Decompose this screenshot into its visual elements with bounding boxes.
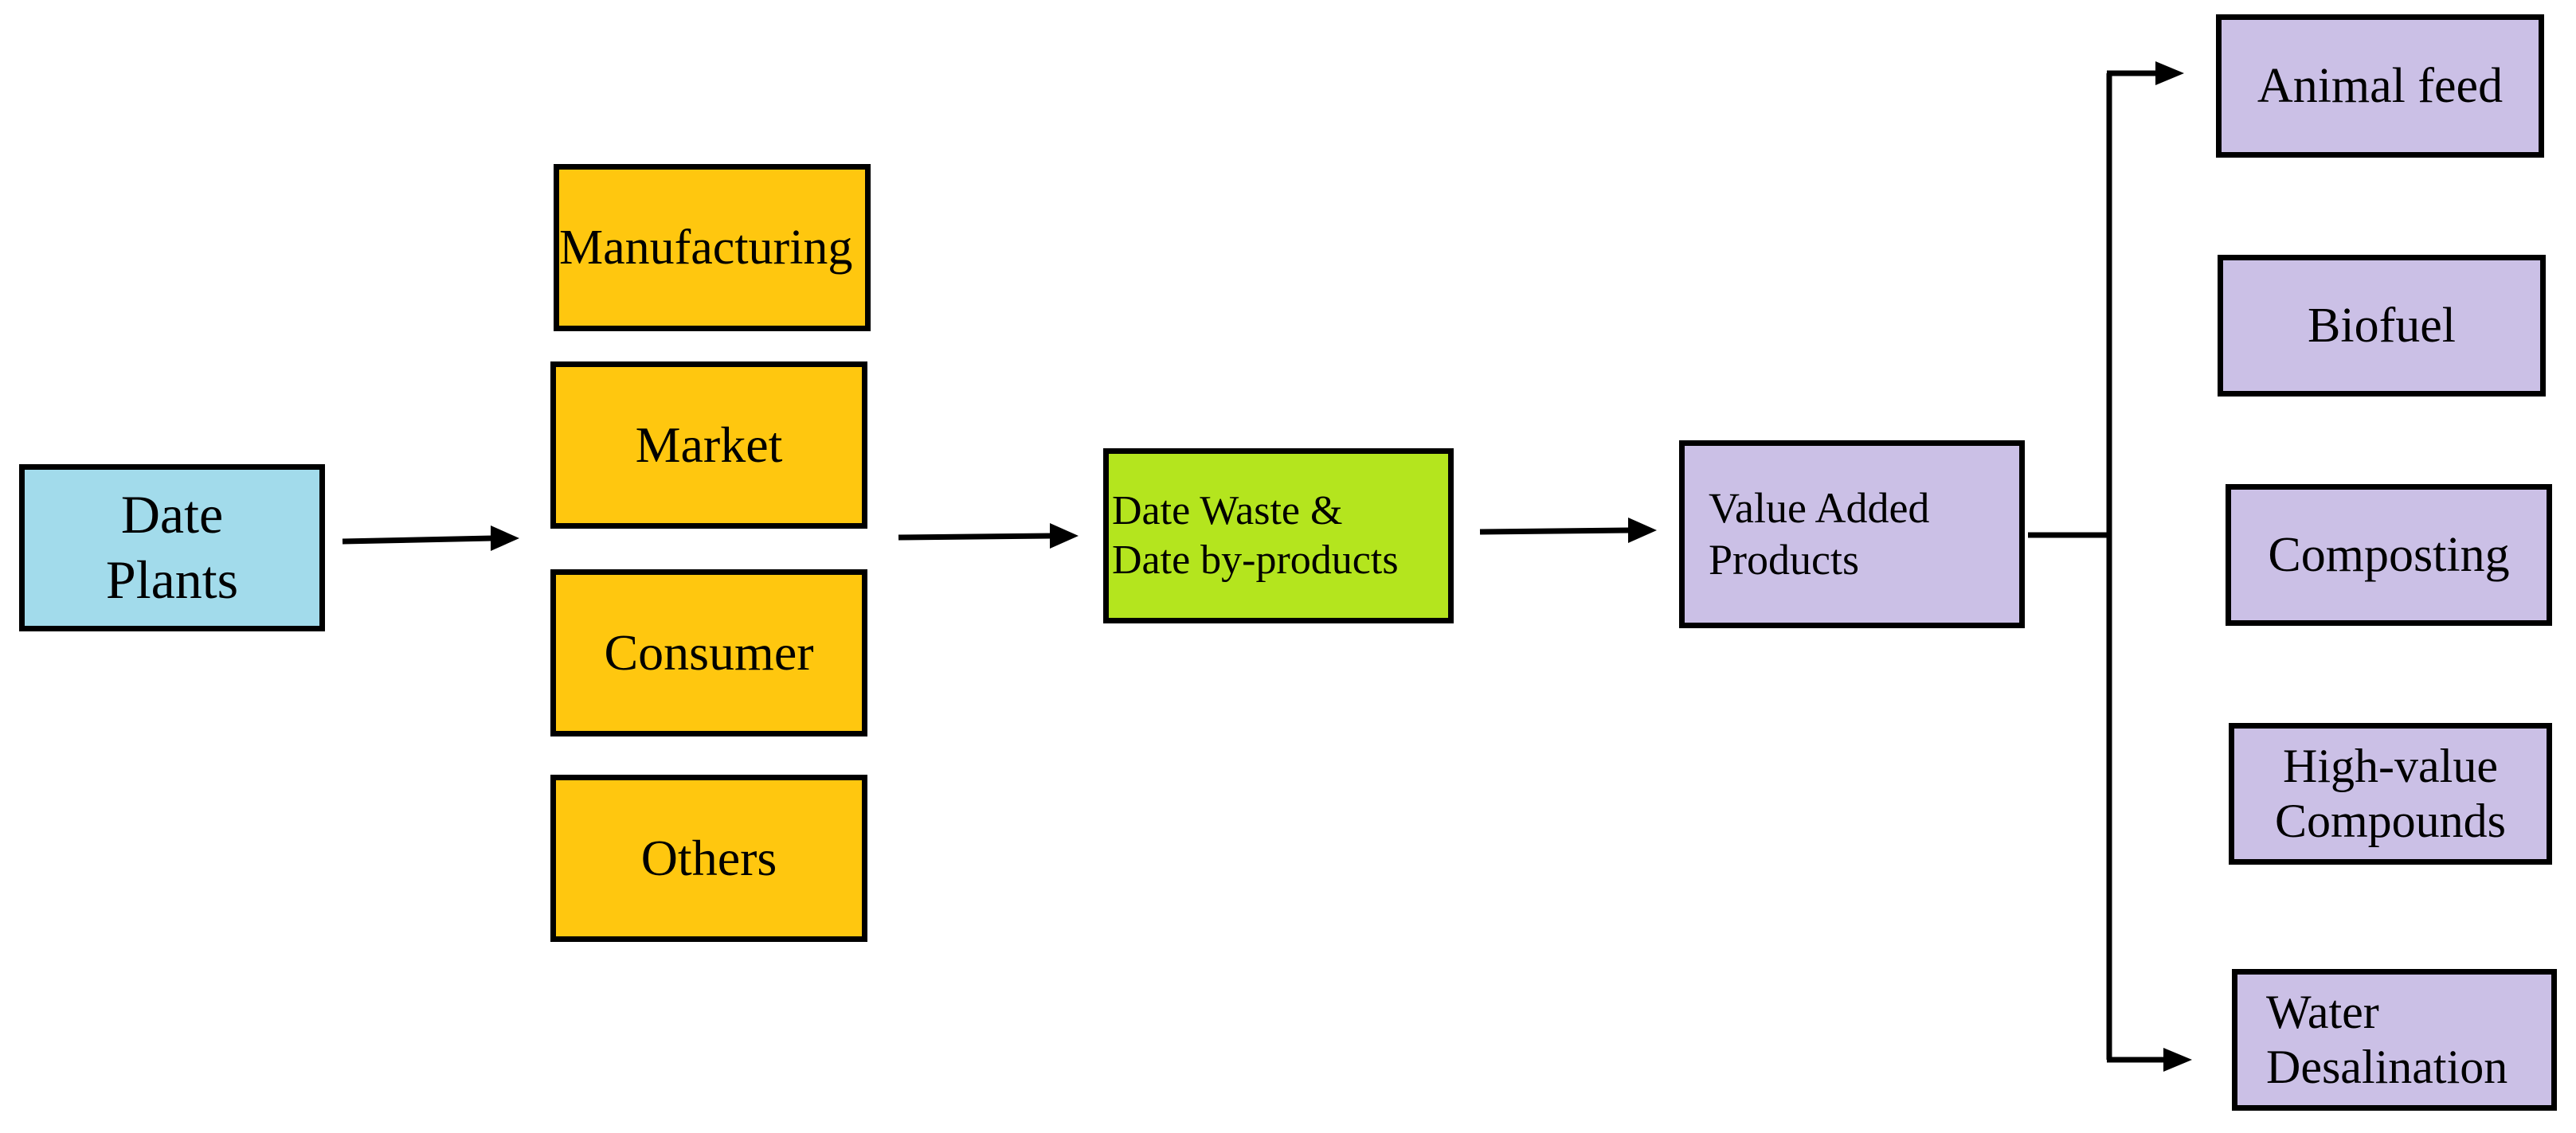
node-consumer: Consumer xyxy=(550,569,867,736)
node-others: Others xyxy=(550,775,867,942)
node-biofuel: Biofuel xyxy=(2218,255,2546,397)
arrowhead-plants-to-stages xyxy=(491,525,519,551)
arrow-waste-to-value-added xyxy=(1479,527,1631,535)
arrowhead-stages-to-waste xyxy=(1050,523,1079,549)
arrow-plants-to-stages xyxy=(342,535,493,545)
node-market: Market xyxy=(550,361,867,529)
node-animal-feed: Animal feed xyxy=(2216,14,2544,158)
node-date-waste: Date Waste & Date by-products xyxy=(1103,448,1454,623)
arrow-stages-to-waste xyxy=(898,533,1052,541)
arrowhead-animal-feed xyxy=(2155,61,2184,85)
node-date-plants: Date Plants xyxy=(19,464,325,631)
node-water-desalination: Water Desalination xyxy=(2232,969,2557,1111)
arrowhead-water-desalination xyxy=(2163,1048,2192,1072)
node-composting: Composting xyxy=(2226,484,2552,626)
node-manufacturing: Manufacturing xyxy=(554,164,871,331)
node-value-added-products: Value Added Products xyxy=(1679,440,2025,628)
node-high-value-compounds: High-value Compounds xyxy=(2229,723,2552,865)
arrowhead-waste-to-value-added xyxy=(1628,518,1657,543)
